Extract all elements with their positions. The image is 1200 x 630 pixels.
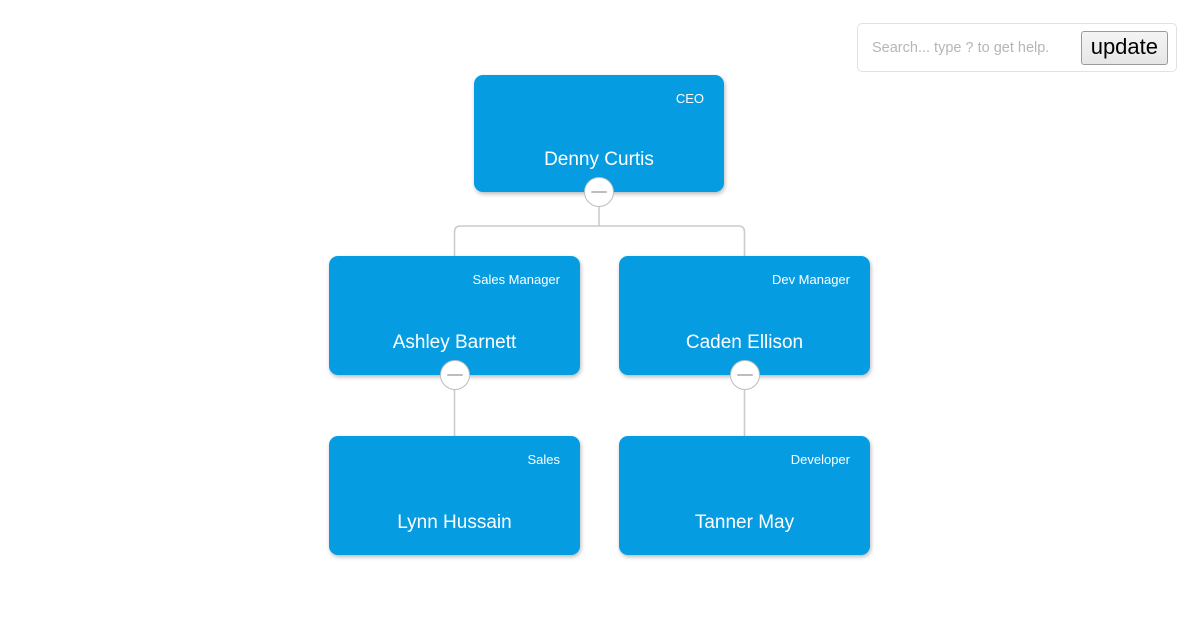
collapse-toggle-icon[interactable] — [584, 177, 614, 207]
org-node-name: Tanner May — [694, 512, 795, 533]
org-node-dev-manager[interactable]: Dev Manager Caden Ellison — [619, 256, 870, 390]
org-node-name: Denny Curtis — [544, 149, 654, 170]
org-node-ceo[interactable]: CEO Denny Curtis — [474, 75, 724, 207]
org-node-developer[interactable]: Developer Tanner May — [619, 436, 870, 555]
org-node-name: Caden Ellison — [685, 332, 804, 353]
org-node-title: Developer — [790, 452, 850, 467]
search-bar[interactable]: update — [857, 23, 1177, 72]
org-node-title: Sales Manager — [472, 272, 560, 287]
org-node-title: Sales — [527, 452, 560, 467]
update-button[interactable]: update — [1080, 30, 1168, 65]
org-node-title: Dev Manager — [771, 272, 850, 287]
collapse-toggle-icon[interactable] — [729, 360, 760, 390]
search-input[interactable] — [872, 32, 1081, 63]
org-node-sales[interactable]: Sales Lynn Hussain — [329, 436, 580, 555]
org-node-name: Lynn Hussain — [397, 512, 512, 533]
collapse-toggle-icon[interactable] — [439, 360, 470, 390]
org-node-title: CEO — [675, 91, 704, 106]
org-node-sales-manager[interactable]: Sales Manager Ashley Barnett — [329, 256, 580, 390]
org-node-name: Ashley Barnett — [392, 332, 517, 353]
